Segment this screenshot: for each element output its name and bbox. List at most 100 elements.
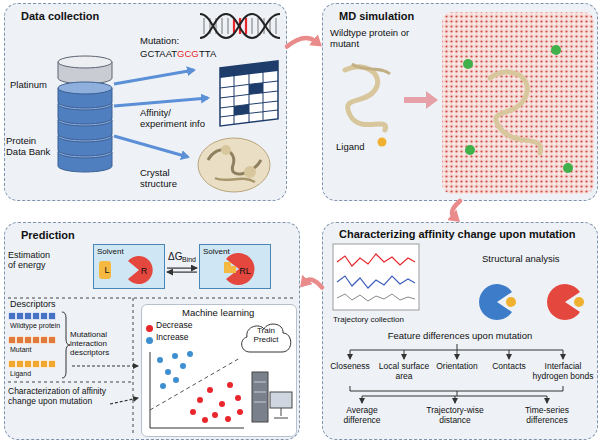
feature-tree bbox=[457, 350, 458, 359]
legend-swatch bbox=[146, 337, 153, 344]
scatter-plot bbox=[150, 351, 244, 428]
solvent-box bbox=[551, 45, 561, 55]
dna-icon bbox=[200, 14, 280, 38]
legend-text: Increase bbox=[156, 333, 189, 343]
feature-label: Orientation bbox=[434, 362, 480, 372]
plot-caption: Trajectory collection bbox=[333, 315, 404, 324]
server-icon bbox=[252, 372, 292, 422]
trajectory-plot bbox=[337, 294, 415, 301]
feature-label: Local surface area bbox=[376, 362, 432, 382]
state-box: SolventLR bbox=[93, 244, 165, 289]
solvent-box bbox=[442, 12, 594, 194]
solvent-box bbox=[442, 12, 594, 194]
feature-tree bbox=[350, 344, 563, 350]
feature-tree bbox=[350, 386, 563, 396]
descriptor-bars bbox=[62, 312, 70, 378]
scatter-plot bbox=[227, 382, 233, 388]
structure-icons bbox=[506, 297, 516, 307]
md-arrow bbox=[404, 91, 438, 109]
descriptor-label: Wildtype protein bbox=[10, 322, 60, 330]
crystal-structure-icon bbox=[215, 178, 255, 182]
scatter-plot bbox=[190, 409, 196, 415]
molecule-shapes bbox=[99, 261, 111, 279]
molecule-letter: L bbox=[100, 265, 114, 275]
feature-label: Interfacial hydrogen bonds bbox=[530, 362, 596, 382]
scatter-plot bbox=[157, 351, 193, 389]
protein-ribbon bbox=[345, 64, 390, 147]
cloud-node: Train Predict bbox=[238, 320, 294, 354]
scatter-plot bbox=[187, 351, 193, 357]
data-label: Crystal structure bbox=[140, 168, 192, 190]
dashed-arrows bbox=[72, 365, 138, 366]
descriptor-group: Mutational interaction descriptors bbox=[70, 330, 128, 358]
solvent-box bbox=[463, 59, 473, 69]
feature-tree bbox=[509, 350, 510, 359]
input-label: Ligand bbox=[336, 142, 365, 153]
equilibrium-arrow bbox=[167, 272, 197, 273]
source-arrows bbox=[114, 70, 194, 84]
trajectory-plot bbox=[333, 244, 419, 310]
flow-arrow bbox=[287, 38, 316, 47]
panel-title: Characterizing affinity change upon muta… bbox=[339, 228, 576, 241]
analysis-label: Structural analysis bbox=[482, 254, 560, 265]
trajectory-plot bbox=[333, 244, 419, 310]
scatter-plot bbox=[165, 369, 171, 375]
scatter-plot bbox=[160, 383, 166, 389]
descriptor-bars bbox=[8, 312, 56, 320]
crystal-structure-icon bbox=[221, 145, 231, 155]
trajectory-plot bbox=[337, 276, 415, 288]
md-arrow bbox=[426, 91, 438, 109]
section-label: Descriptors bbox=[10, 299, 56, 309]
feature-tree bbox=[563, 350, 564, 359]
input-label: Wildtype protein or mutant bbox=[330, 28, 422, 50]
molecule-letter: R bbox=[134, 266, 154, 276]
scatter-plot bbox=[172, 353, 178, 359]
crystal-structure-icon bbox=[244, 166, 256, 178]
output-label: Time-series differences bbox=[512, 406, 582, 426]
scatter-plot bbox=[197, 397, 203, 403]
subscript-text: Bind bbox=[182, 256, 196, 264]
sequence-text: GCG bbox=[177, 49, 199, 60]
scatter-plot bbox=[237, 409, 243, 415]
molecule-shapes bbox=[99, 253, 254, 285]
tree-root: Feature differences upon mutation bbox=[380, 331, 540, 342]
dna-icon bbox=[200, 14, 280, 38]
server-icon bbox=[252, 372, 268, 422]
descriptor-label: Mutant bbox=[10, 346, 31, 354]
section-dividers bbox=[8, 298, 296, 436]
scatter-plot bbox=[212, 412, 218, 418]
feature-tree bbox=[547, 396, 548, 403]
solvent-box bbox=[465, 145, 475, 155]
descriptor-bars bbox=[8, 336, 56, 344]
source-label: Protein Data Bank bbox=[6, 136, 56, 158]
structure-icons bbox=[574, 297, 584, 307]
molecule-letter: RL bbox=[233, 266, 257, 276]
dna-icon bbox=[200, 14, 280, 38]
solvent-box bbox=[490, 72, 541, 153]
md-arrow bbox=[404, 97, 428, 103]
molecule-shapes bbox=[128, 256, 153, 284]
output-label: Average difference bbox=[334, 406, 390, 426]
feature-tree bbox=[404, 350, 405, 359]
scatter-plot bbox=[225, 416, 231, 422]
panel-title: Prediction bbox=[21, 229, 75, 242]
section-label: Estimation of energy bbox=[8, 250, 56, 271]
crystal-structure-icon bbox=[198, 138, 270, 192]
source-label: Platinum bbox=[10, 80, 47, 91]
edge-label: ΔG bbox=[168, 251, 182, 263]
server-icon bbox=[274, 408, 288, 418]
legend-swatch bbox=[146, 325, 153, 332]
scatter-plot bbox=[190, 382, 243, 423]
sequence-text: GCTAAT bbox=[140, 49, 177, 60]
scatter-plot bbox=[150, 358, 240, 410]
dashed-arrows bbox=[72, 366, 138, 404]
protein-ribbon bbox=[378, 138, 387, 147]
sequence-text: TTA bbox=[199, 49, 216, 60]
database-icon bbox=[58, 56, 112, 68]
flow-arrow bbox=[305, 279, 322, 287]
feature-label: Contacts bbox=[489, 362, 529, 372]
feature-label: Closeness bbox=[328, 362, 372, 372]
server-icon bbox=[270, 392, 292, 408]
feature-tree bbox=[350, 350, 351, 359]
